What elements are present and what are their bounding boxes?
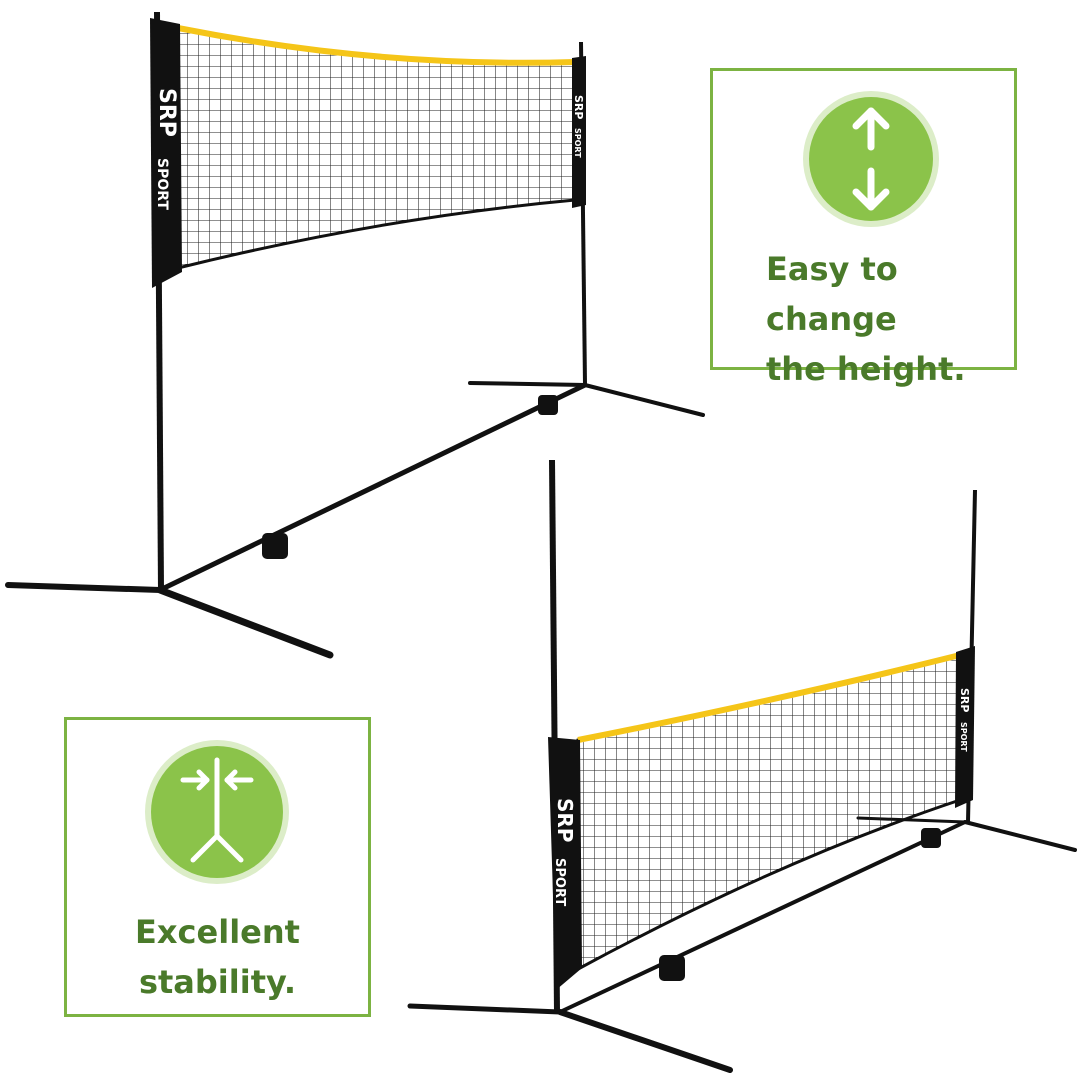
net-tall: SRP SPORT SRP SPORT (5, 11, 705, 659)
svg-text:SPORT: SPORT (552, 858, 567, 906)
feature-stability-box: Excellent stability. (64, 717, 371, 1017)
svg-text:SRP: SRP (572, 95, 585, 119)
feature-stability-line2: stability. (138, 963, 297, 1001)
svg-text:SRP: SRP (553, 798, 577, 842)
up-down-arrows-icon (803, 91, 939, 227)
svg-text:SPORT: SPORT (154, 158, 170, 210)
svg-text:SRP: SRP (958, 688, 971, 712)
feature-height-text: Easy to change the height. (766, 244, 1016, 394)
svg-text:SPORT: SPORT (573, 128, 582, 158)
connector-knob (538, 395, 558, 415)
feature-stability-line1: Excellent (135, 913, 300, 951)
tripod-stability-icon (145, 740, 289, 884)
feature-height-box: Easy to change the height. (710, 68, 1017, 388)
svg-text:SRP: SRP (154, 88, 179, 137)
connector-knob (262, 533, 288, 559)
svg-text:SPORT: SPORT (959, 722, 968, 752)
connector-knob (921, 828, 941, 848)
net-short: SRP SPORT SRP SPORT (407, 459, 1077, 1073)
feature-height-line2: the height. (766, 350, 966, 388)
feature-stability-text: Excellent stability. (67, 907, 368, 1007)
feature-height-line1: Easy to change (766, 250, 898, 338)
connector-knob (659, 955, 685, 981)
